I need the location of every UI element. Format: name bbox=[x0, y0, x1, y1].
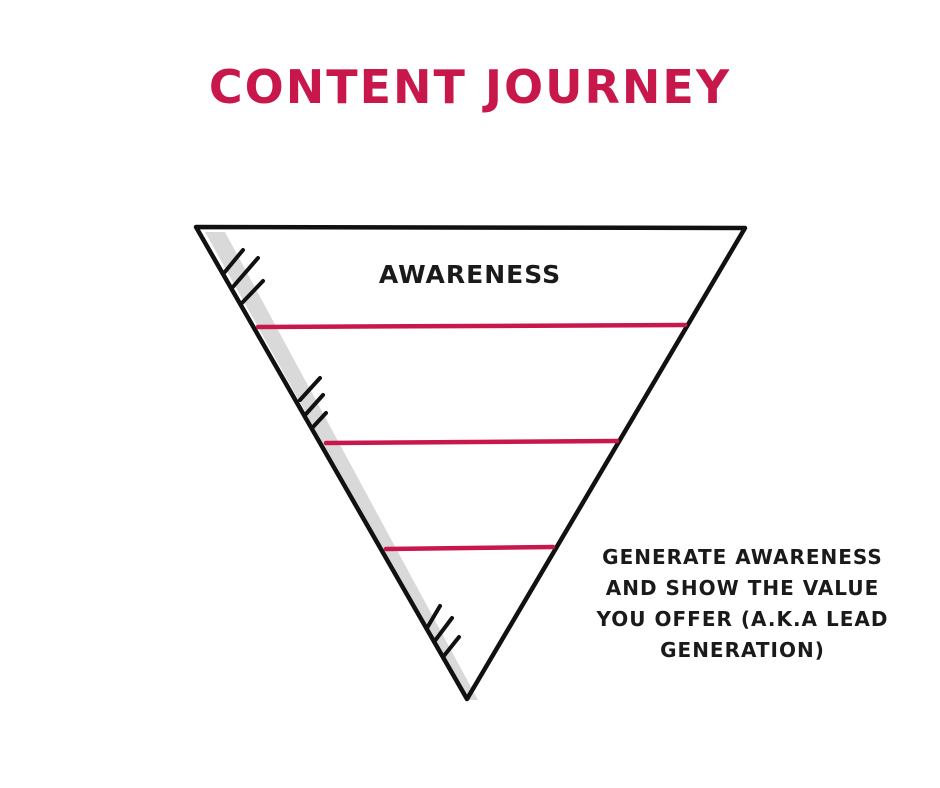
funnel-divider-3 bbox=[383, 544, 556, 552]
diagram-title: CONTENT JOURNEY bbox=[208, 60, 732, 114]
funnel-outline bbox=[193, 224, 748, 702]
funnel-shadow bbox=[205, 232, 478, 700]
funnel-divider-2 bbox=[323, 438, 620, 446]
awareness-note: GENERATE AWARENESS AND SHOW THE VALUE YO… bbox=[596, 545, 889, 662]
hatch-marks bbox=[222, 248, 461, 659]
stage-label-awareness: AWARENESS bbox=[378, 260, 562, 289]
funnel-divider-1 bbox=[255, 322, 688, 330]
